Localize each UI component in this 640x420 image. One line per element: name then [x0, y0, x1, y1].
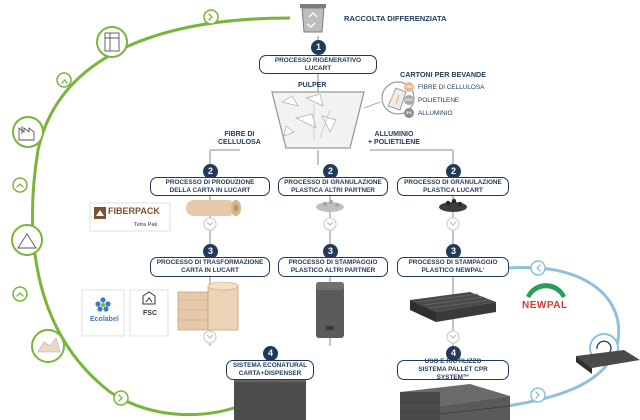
- fsc-logo-text: FSC: [143, 310, 157, 317]
- step-4-left-line-2: CARTA+DISPENSER: [238, 370, 302, 377]
- step-2-middle-line-1: PROCESSO DI GRANULAZIONE: [284, 178, 382, 186]
- step-4-badge-left: 4: [263, 346, 278, 361]
- legend-label-polietilene: POLIETILENE: [418, 96, 460, 104]
- step-1-line-2: LUCART: [304, 64, 332, 72]
- step-3-middle-line-2: PLASTICO ALTRI PARTNER: [290, 267, 376, 274]
- fibre-percent-icon: 75%: [404, 82, 414, 92]
- fiberpack-logo-text: FIBERPACK: [108, 206, 160, 216]
- branch-label-left: FIBRE DI CELLULOSA: [218, 131, 261, 147]
- step-3-middle-line-1: PROCESSO DI STAMPAGGIO: [288, 259, 378, 266]
- plastic-dispenser-image: [316, 282, 344, 338]
- legend-title: CARTONI PER BEVANDE: [400, 70, 486, 79]
- fiberpack-logo: [89, 202, 171, 232]
- step-3-right-box: PROCESSO DI STAMPAGGIO PLASTICO NEWPAL': [397, 257, 509, 277]
- polietilene-percent-icon: 20%: [404, 95, 414, 105]
- step-2-badge-left: 2: [203, 164, 218, 179]
- step-3-middle-box: PROCESSO DI STAMPAGGIO PLASTICO ALTRI PA…: [278, 257, 388, 277]
- recycling-bin-icon: [300, 4, 326, 33]
- step-2-left-line-2: DELLA CARTA IN LUCART: [169, 186, 251, 194]
- legend-item-alluminio: 5% ALLUMINIO: [404, 108, 452, 118]
- step-3-left-box: PROCESSO DI TRASFORMAZIONE CARTA IN LUCA…: [150, 257, 270, 277]
- step-1-line-1: PROCESSO RIGENERATIVO: [274, 56, 362, 64]
- branch-right-line-2: + POLIETILENE: [368, 139, 420, 146]
- paper-products-image: [177, 281, 239, 331]
- ecolabel-logo-text: Ecolabel: [90, 316, 119, 323]
- step-4-left-box: SISTEMA ECONATURAL CARTA+DISPENSER: [226, 360, 314, 380]
- legend-item-fibre: 75% FIBRE DI CELLULOSA: [404, 82, 484, 92]
- step-3-left-line-2: CARTA IN LUCART: [181, 267, 239, 274]
- step-2-right-line-2: PLASTICA LUCART: [423, 186, 483, 194]
- header-title: RACCOLTA DIFFERENZIATA: [344, 14, 447, 23]
- blue-cycle-path: [474, 265, 621, 412]
- step-3-badge-left: 3: [203, 244, 218, 259]
- step-2-right-line-1: PROCESSO DI GRANULAZIONE: [404, 178, 502, 186]
- tetrapak-logo-text: Tetra Pak: [134, 222, 158, 228]
- step-2-left-line-1: PROCESSO DI PRODUZIONE: [165, 178, 255, 186]
- grey-granules: [316, 199, 344, 212]
- pallet-stack-image: [400, 384, 511, 420]
- branch-right-line-1: ALLUMINIO: [374, 131, 414, 138]
- green-arrow-chips: [12, 9, 219, 406]
- step-2-badge-middle: 2: [323, 164, 338, 179]
- step-2-middle-box: PROCESSO DI GRANULAZIONE PLASTICA ALTRI …: [278, 177, 388, 196]
- step-3-badge-right: 3: [446, 244, 461, 259]
- step-2-middle-line-2: PLASTICA ALTRI PARTNER: [291, 186, 375, 194]
- step-2-badge-right: 2: [446, 164, 461, 179]
- branch-label-right: ALLUMINIO + POLIETILENE: [368, 131, 420, 147]
- step-2-left-box: PROCESSO DI PRODUZIONE DELLA CARTA IN LU…: [150, 177, 270, 196]
- plastic-pallet-image: [410, 292, 496, 322]
- pulper-vat: [271, 91, 365, 149]
- ecolabel-logo: [81, 289, 125, 337]
- step-1-box: PROCESSO RIGENERATIVO LUCART: [259, 55, 377, 74]
- legend-item-polietilene: 20% POLIETILENE: [404, 95, 459, 105]
- newpal-logo: [526, 283, 566, 298]
- step-3-left-line-1: PROCESSO DI TRASFORMAZIONE: [156, 259, 264, 266]
- legend-label-fibre: FIBRE DI CELLULOSA: [418, 83, 485, 91]
- black-granules: [439, 198, 467, 212]
- branch-left-line-2: CELLULOSA: [218, 139, 261, 146]
- step-1-badge: 1: [311, 40, 326, 55]
- pulper-label: PULPER: [298, 82, 327, 89]
- step-4-badge-right: 4: [446, 346, 461, 361]
- newpal-logo-text: NEWPAL: [522, 300, 568, 311]
- step-3-right-line-2: PLASTICO NEWPAL': [421, 267, 485, 274]
- step-4-right-box: USO E RIUTILIZZO SISTEMA PALLET CPR SYST…: [397, 358, 509, 381]
- paper-roll-image: [186, 200, 241, 216]
- step-4-right-line-2: SISTEMA PALLET CPR SYSTEM™: [418, 366, 488, 381]
- branch-left-line-1: FIBRE DI: [224, 131, 255, 138]
- green-cycle-path: [31, 16, 291, 417]
- step-3-right-line-1: PROCESSO DI STAMPAGGIO: [408, 259, 498, 266]
- step-4-right-line-1: USO E RIUTILIZZO: [424, 358, 482, 365]
- step-2-right-box: PROCESSO DI GRANULAZIONE PLASTICA LUCART: [397, 177, 509, 196]
- legend-label-alluminio: ALLUMINIO: [418, 109, 453, 117]
- dispenser-bottom-image: [234, 376, 306, 420]
- fsc-logo: [129, 289, 169, 337]
- step-3-badge-middle: 3: [323, 244, 338, 259]
- step-4-left-line-1: SISTEMA ECONATURAL: [232, 362, 308, 369]
- alluminio-percent-icon: 5%: [404, 108, 414, 118]
